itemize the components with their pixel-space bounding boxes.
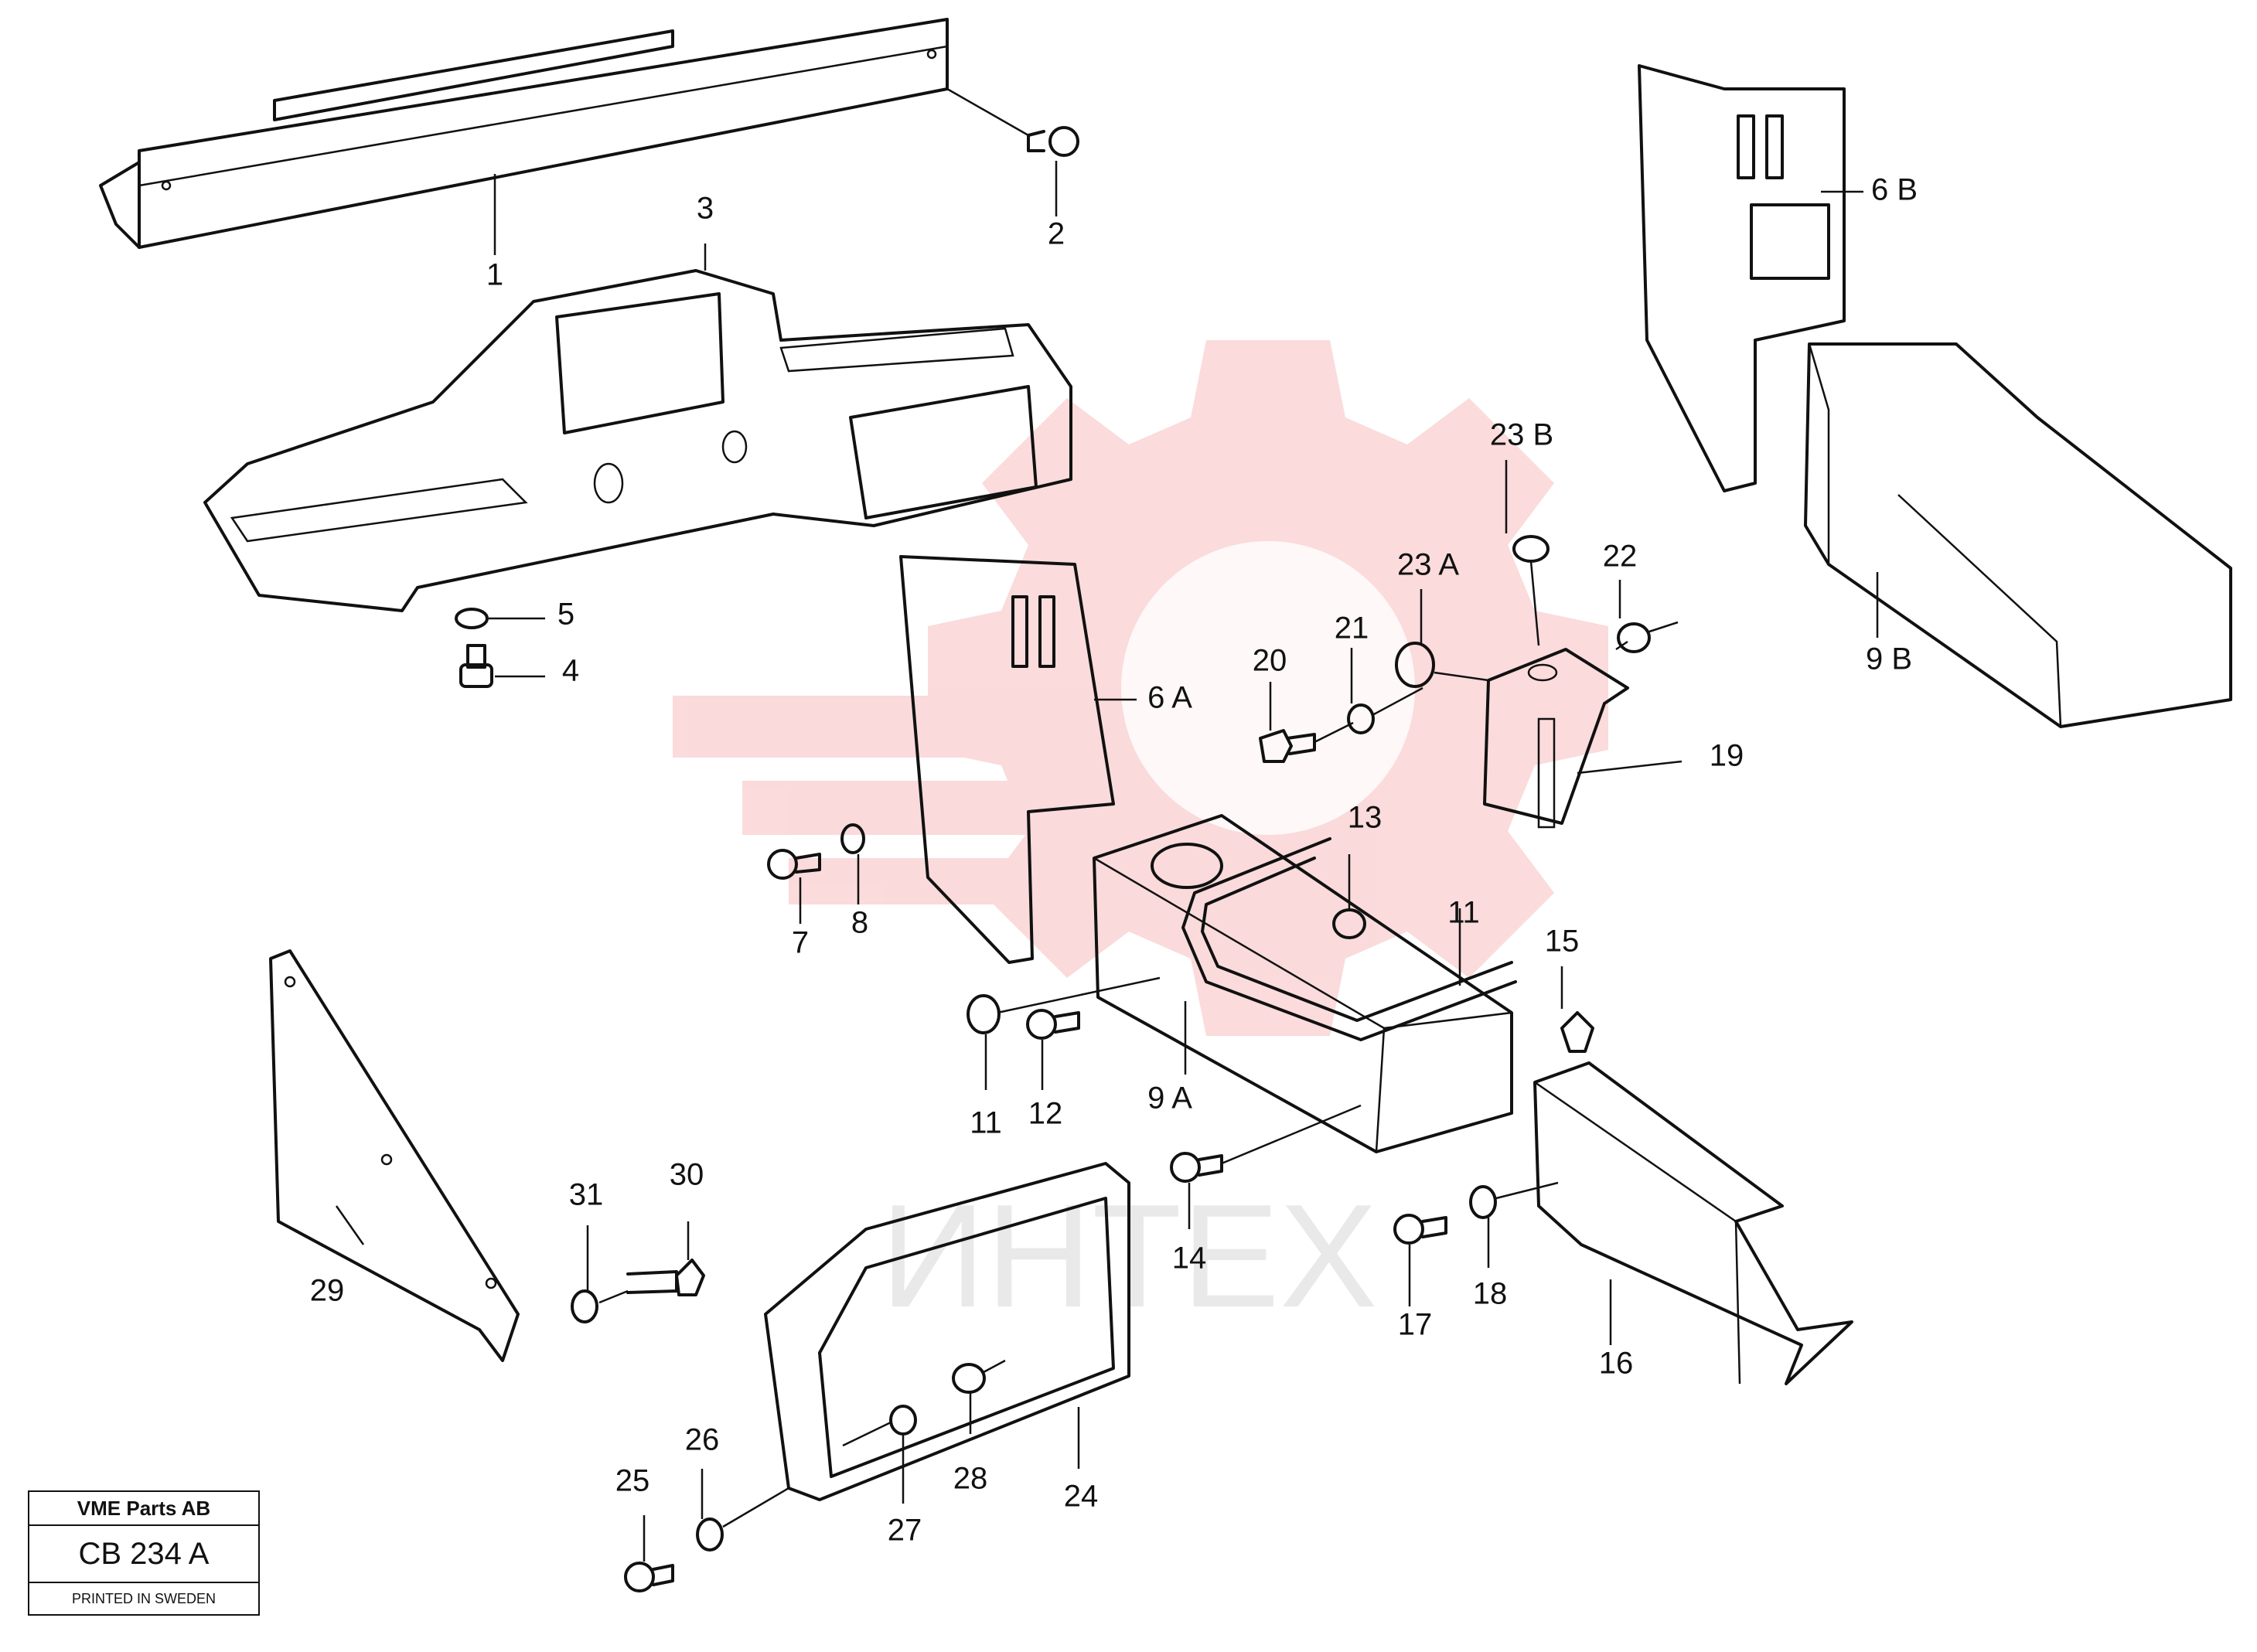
part-25-screw [624, 1562, 674, 1592]
part-11-bumper [967, 994, 1001, 1034]
title-block: VME Parts AB CB 234 A PRINTED IN SWEDEN [28, 1490, 260, 1616]
callout-11-bracket: 11 [1447, 896, 1480, 930]
title-block-code: CB 234 A [28, 1524, 260, 1582]
callout-24: 24 [1064, 1480, 1099, 1514]
callout-3: 3 [697, 192, 714, 226]
title-block-company: VME Parts AB [28, 1490, 260, 1524]
callout-28: 28 [953, 1462, 988, 1496]
callout-5: 5 [557, 598, 574, 632]
callout-9a: 9 A [1147, 1081, 1192, 1116]
part-7-screw [767, 849, 821, 880]
callout-4: 4 [562, 654, 579, 688]
callout-27: 27 [888, 1514, 922, 1548]
part-16-bracket [1533, 1061, 1853, 1385]
part-15-clip [1560, 1011, 1594, 1053]
callout-13: 13 [1348, 801, 1382, 835]
callout-6a: 6 A [1147, 681, 1192, 715]
callout-26: 26 [685, 1423, 720, 1457]
callouts: 1 2 3 4 5 6 A 6 B 7 8 9 A 9 B 11 11 12 1… [310, 173, 1918, 1548]
part-26-washer [696, 1487, 789, 1552]
callout-22: 22 [1603, 540, 1638, 574]
part-6b-panel [1638, 64, 1846, 492]
part-6a-panel [899, 555, 1115, 964]
callout-14: 14 [1172, 1242, 1207, 1276]
part-14-screw [1170, 1104, 1362, 1183]
callout-17: 17 [1398, 1308, 1433, 1342]
part-3-dashboard [203, 269, 1072, 612]
part-9b-bracket [1804, 342, 2232, 728]
part-30-bolt [626, 1259, 705, 1296]
callout-21: 21 [1335, 611, 1369, 645]
part-9a-box [1093, 814, 1513, 1153]
callout-11-bumper: 11 [970, 1106, 1002, 1140]
callout-20: 20 [1253, 644, 1287, 678]
part-4-bolt [459, 644, 493, 688]
part-12-screw [997, 976, 1161, 1040]
callout-18: 18 [1473, 1277, 1508, 1311]
callout-12: 12 [1028, 1097, 1063, 1131]
callout-29: 29 [310, 1274, 345, 1308]
part-29-bracket [269, 949, 520, 1362]
part-21-washer [1347, 686, 1423, 734]
part-17-screw [1393, 1214, 1447, 1245]
part-1-beam [99, 18, 949, 249]
part-18-washer [1469, 1181, 1559, 1219]
callout-7: 7 [792, 926, 809, 960]
part-24-tray [764, 1162, 1130, 1501]
part-22-nut [1615, 621, 1679, 653]
part-23b-grommet [1512, 535, 1550, 646]
part-28-nut [952, 1359, 1006, 1394]
callout-1: 1 [486, 258, 503, 292]
part-8-washer [840, 823, 865, 854]
part-19-bracket [1483, 648, 1629, 829]
part-27-washer [842, 1405, 917, 1447]
title-block-printed: PRINTED IN SWEDEN [28, 1582, 260, 1616]
callout-16: 16 [1599, 1347, 1634, 1381]
leader-lines [335, 161, 1879, 1562]
callout-23b: 23 B [1490, 418, 1553, 452]
callout-6b: 6 B [1871, 173, 1918, 207]
callout-8: 8 [851, 906, 868, 940]
callout-2: 2 [1048, 217, 1065, 251]
callout-19: 19 [1710, 739, 1744, 773]
part-5-washer [455, 608, 489, 629]
part-2-screw [946, 87, 1079, 157]
callout-9b: 9 B [1866, 642, 1912, 676]
part-31-washer [571, 1289, 629, 1323]
part-23a-grommet [1395, 642, 1489, 688]
callout-25: 25 [615, 1464, 650, 1498]
callout-30: 30 [670, 1158, 704, 1192]
callout-23a: 23 A [1397, 548, 1459, 582]
part-20-bolt [1259, 721, 1354, 763]
part-11-tube-bracket [1181, 837, 1517, 1041]
watermark-gear-hole [1121, 541, 1415, 835]
callout-15: 15 [1545, 925, 1580, 959]
callout-31: 31 [569, 1178, 604, 1212]
